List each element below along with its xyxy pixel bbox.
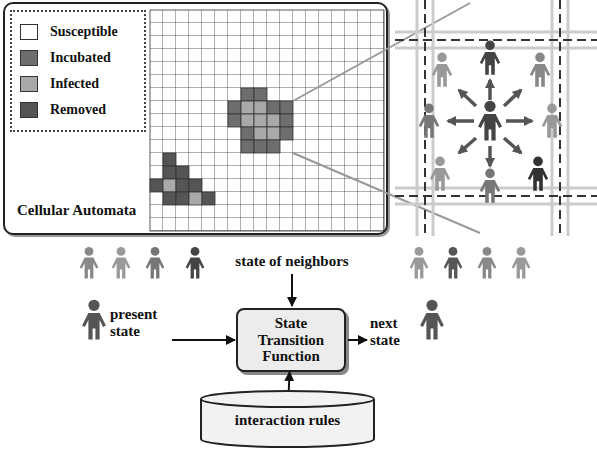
ca-cell <box>267 114 280 127</box>
neighborhood-grid <box>395 0 597 236</box>
neighbor-arrow <box>488 80 492 100</box>
ca-cell <box>241 101 254 114</box>
ca-cell <box>280 114 293 127</box>
ca-cell <box>241 114 254 127</box>
neighbor-arrow <box>504 138 521 153</box>
ca-cell <box>241 140 254 153</box>
node-text: Cellular Automata <box>17 202 152 219</box>
next-person <box>420 300 444 340</box>
neighbor-arrow <box>448 119 474 123</box>
neighbor-person <box>512 247 531 278</box>
edge-arrow <box>288 372 291 390</box>
ca-cell <box>189 192 202 205</box>
ca-cell <box>254 88 267 101</box>
legend-row: Susceptible <box>20 20 138 44</box>
present-person <box>82 300 106 340</box>
cylinder-rim <box>201 399 374 407</box>
legend-swatch <box>20 76 38 92</box>
grid-arrow <box>567 0 570 236</box>
ca-cell <box>267 127 280 140</box>
leader-arrow <box>348 339 367 341</box>
neighbor-person <box>112 247 131 278</box>
text-holder: State Transition Function <box>238 315 344 365</box>
node-text: State Transition Function <box>242 315 340 365</box>
neighbor-person <box>528 157 548 191</box>
ca-cell <box>254 140 267 153</box>
text-holder: Cellular Automata <box>17 202 152 219</box>
ca-cell <box>176 192 189 205</box>
ca-cell <box>189 179 202 192</box>
cylinder-body <box>201 391 374 447</box>
neighbor-person <box>530 53 550 87</box>
node-text: interaction rules <box>204 412 371 429</box>
legend-text: Incubated <box>50 50 111 66</box>
neighbor-person <box>444 247 463 278</box>
neighbor-arrow <box>506 119 532 123</box>
grid-arrow <box>416 0 419 236</box>
ca-cell <box>254 101 267 114</box>
legend-row: Infected <box>20 72 138 96</box>
neighbor-person <box>146 247 165 278</box>
ca-cell <box>254 114 267 127</box>
ca-cell <box>280 127 293 140</box>
ca-cell <box>267 140 280 153</box>
neighbor-arrows <box>448 80 532 166</box>
ca-cell <box>228 101 241 114</box>
neighbor-person <box>478 247 497 278</box>
ca-cell <box>267 101 280 114</box>
ca-cell <box>176 179 189 192</box>
ca-cell <box>176 166 189 179</box>
dashed-grid-line <box>395 39 597 41</box>
neighbor-person <box>480 41 500 75</box>
legend-swatch <box>20 24 38 40</box>
neighbor-person <box>419 104 439 138</box>
free-label: state of neighbors <box>222 253 362 270</box>
neighbor-arrow <box>488 146 492 166</box>
neighbor-arrow <box>504 90 521 106</box>
legend-text: Infected <box>50 76 99 92</box>
ca-grid <box>150 10 384 231</box>
legend-text: Removed <box>50 102 106 118</box>
neighbor-arrow <box>459 138 476 153</box>
legend-swatch <box>20 50 38 66</box>
neighbor-person <box>542 104 562 138</box>
legend-row: Removed <box>20 98 138 122</box>
ca-cell <box>150 179 163 192</box>
ca-cell <box>163 153 176 166</box>
ca-cell <box>241 88 254 101</box>
legend-text: Susceptible <box>50 24 118 40</box>
neighbor-person <box>430 157 450 191</box>
neighbor-arrow <box>459 90 476 106</box>
ca-cell <box>163 192 176 205</box>
leader-arrow <box>291 274 293 306</box>
neighbor-person <box>480 169 500 203</box>
center-person <box>478 101 502 141</box>
legend-box: SusceptibleIncubatedInfectedRemoved <box>10 10 146 132</box>
ca-cell <box>202 192 215 205</box>
neighbor-person <box>432 53 452 87</box>
neighbor-person <box>410 247 429 278</box>
rules-cylinder: interaction rules <box>200 390 375 448</box>
neighbor-person <box>186 247 205 278</box>
neighbor-person <box>80 247 99 278</box>
ca-cell <box>228 114 241 127</box>
legend-row: Incubated <box>20 46 138 70</box>
ca-cell <box>241 127 254 140</box>
text-holder: interaction rules <box>204 412 371 429</box>
ca-cell <box>254 127 267 140</box>
ca-cell <box>163 166 176 179</box>
legend-swatch <box>20 102 38 118</box>
dashed-grid-line <box>559 0 561 236</box>
ca-cell <box>163 179 176 192</box>
process-box: State Transition Function <box>236 308 346 372</box>
ca-cells <box>150 88 293 205</box>
free-label: next state <box>370 315 416 350</box>
free-label: present state <box>110 306 172 341</box>
leader-arrow <box>172 339 235 341</box>
zoom-line <box>293 3 470 101</box>
ca-cell <box>280 101 293 114</box>
